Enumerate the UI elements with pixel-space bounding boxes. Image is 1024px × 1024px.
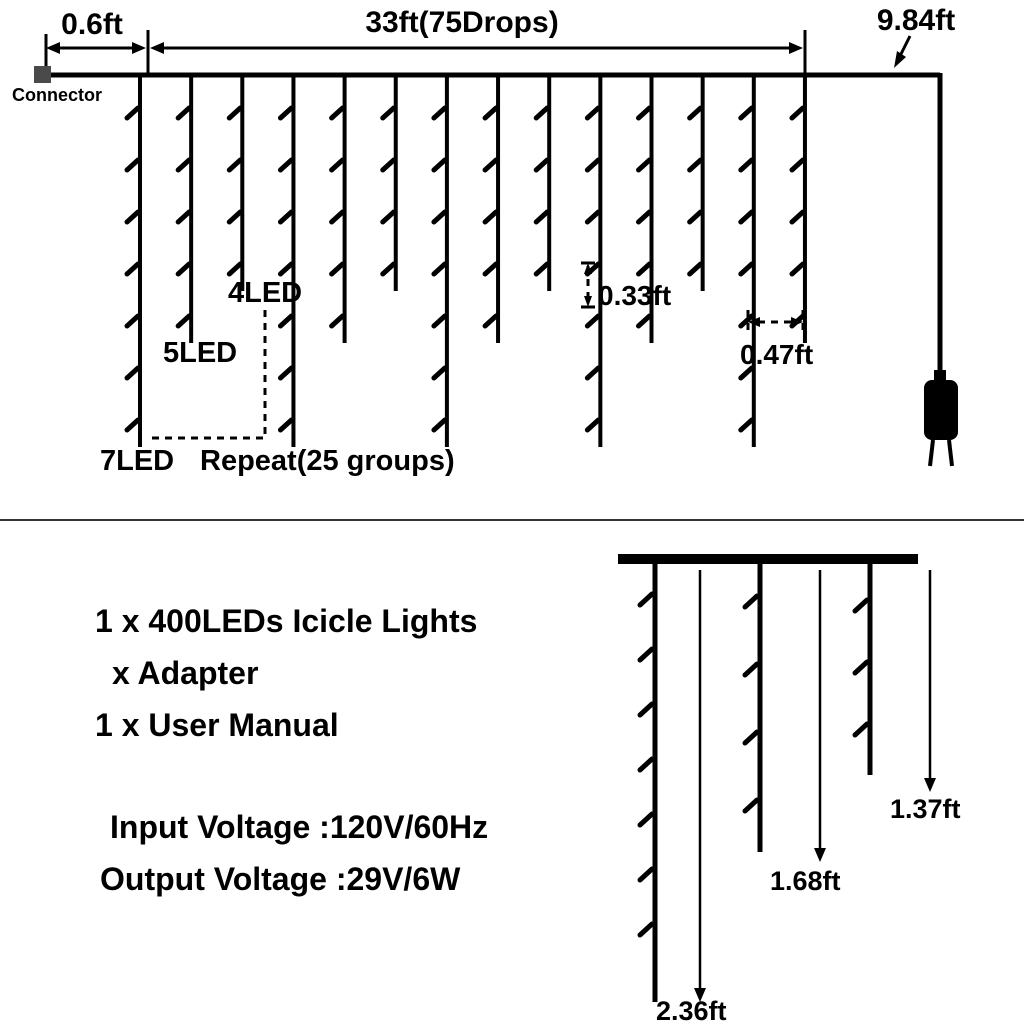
icicle-drops-top: [124, 75, 807, 447]
label-4led: 4LED: [228, 277, 302, 309]
contents-line-1: 1 x 400LEDs Icicle Lights: [95, 603, 477, 639]
dimension-span: [146, 30, 807, 74]
drop-spacing-measure: [746, 310, 805, 334]
voltage-line-output: Output Voltage :29V/6W: [100, 861, 461, 897]
repeat-group-markers: [152, 310, 267, 440]
icicle-drops-detail: [637, 560, 873, 1002]
detail-wire-bar: [618, 554, 918, 564]
detail-measure-arrows: [694, 570, 936, 1002]
led-spacing-measure: [581, 261, 595, 309]
connector-label: Connector: [12, 85, 102, 105]
package-contents: 1 x 400LEDs Icicle Lights x Adapter 1 x …: [95, 603, 488, 897]
detail-label-long: 2.36ft: [656, 996, 727, 1024]
contents-line-2: x Adapter: [112, 655, 258, 691]
label-repeat: Repeat(25 groups): [200, 445, 455, 477]
led-spacing-label: 0.33ft: [598, 280, 671, 311]
dim-lead-label: 9.84ft: [877, 4, 955, 37]
dimension-lead-arrow: [894, 35, 912, 68]
label-5led: 5LED: [163, 337, 237, 369]
voltage-line-input: Input Voltage :120V/60Hz: [110, 809, 488, 845]
connector-icon: [34, 66, 51, 83]
dim-left-label: 0.6ft: [61, 8, 123, 41]
drop-spacing-label: 0.47ft: [740, 339, 813, 370]
dim-span-label: 33ft(75Drops): [365, 6, 558, 39]
contents-line-3: 1 x User Manual: [95, 707, 339, 743]
dimension-left: [44, 34, 146, 66]
power-plug-icon: [924, 370, 958, 467]
detail-label-medium: 1.68ft: [770, 866, 841, 896]
label-7led: 7LED: [100, 445, 174, 477]
detail-label-short: 1.37ft: [890, 794, 961, 824]
